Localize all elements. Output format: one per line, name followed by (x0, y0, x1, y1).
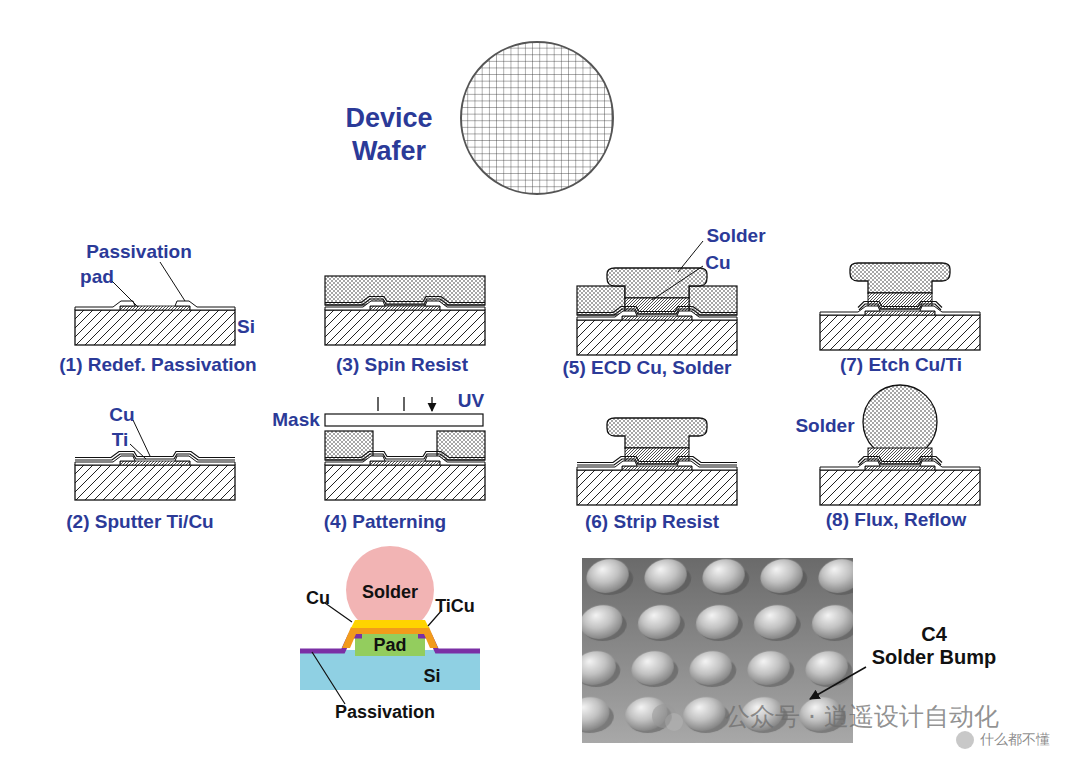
step-caption: (8) Flux, Reflow (826, 509, 966, 531)
step-6-section (577, 418, 737, 505)
step-panel: (6) Strip Resist (522, 393, 782, 533)
part-label: Si (237, 316, 255, 338)
part-label: TiCu (435, 596, 475, 617)
step-caption: (5) ECD Cu, Solder (563, 357, 732, 379)
leader-line (652, 241, 703, 300)
step-caption: (3) Spin Resist (336, 354, 468, 376)
step-panel: (5) ECD Cu, Solder (517, 239, 777, 379)
part-label: Solder (795, 415, 854, 437)
watermark: 什么都不懂 (980, 731, 1050, 749)
step-caption: (6) Strip Resist (585, 511, 719, 533)
step-caption: (4) Patterning (324, 511, 446, 533)
part-label: Passivation (335, 702, 435, 723)
watermark: 公众号 · 逍遥设计自动化 (725, 700, 999, 733)
part-label: Solder (706, 225, 765, 247)
device-wafer (461, 42, 613, 194)
part-label: Cu (306, 588, 330, 609)
part-label: Pad (373, 635, 406, 656)
step-2-section (75, 452, 235, 501)
leader-line (112, 262, 185, 307)
step-5-section (577, 268, 737, 355)
part-label: Passivation (86, 241, 192, 263)
part-label: pad (80, 266, 114, 288)
callout-label: C4 (921, 623, 947, 646)
part-label: Ti (112, 429, 129, 451)
part-label: Mask (272, 409, 320, 431)
part-label: UV (458, 390, 484, 412)
step-panel: (7) Etch Cu/Ti (771, 236, 1031, 376)
step-8-section (820, 385, 980, 505)
step-caption: (1) Redef. Passivation (59, 354, 256, 376)
step-panel: (2) Sputter Ti/Cu (10, 393, 270, 533)
diagram-title: Device Wafer (324, 102, 454, 168)
part-label: Si (423, 666, 440, 687)
step-caption: (2) Sputter Ti/Cu (66, 511, 213, 533)
step-1-section (75, 301, 235, 345)
bump-cross-section (300, 546, 480, 704)
leader-line (130, 420, 150, 459)
uv-arrows (378, 397, 432, 411)
step-caption: (7) Etch Cu/Ti (840, 354, 962, 376)
part-label: Cu (705, 252, 730, 274)
callout-arrow (810, 667, 866, 699)
callout-label: Solder Bump (872, 646, 996, 669)
step-4-section (325, 431, 485, 500)
part-label: Cu (109, 404, 134, 426)
step-panel: (8) Flux, Reflow (766, 391, 1026, 531)
step-7-section (820, 263, 980, 350)
step-panel: (3) Spin Resist (272, 236, 532, 376)
part-label: Solder (362, 582, 418, 603)
photo-mask (325, 414, 483, 426)
step-3-section (325, 276, 485, 345)
